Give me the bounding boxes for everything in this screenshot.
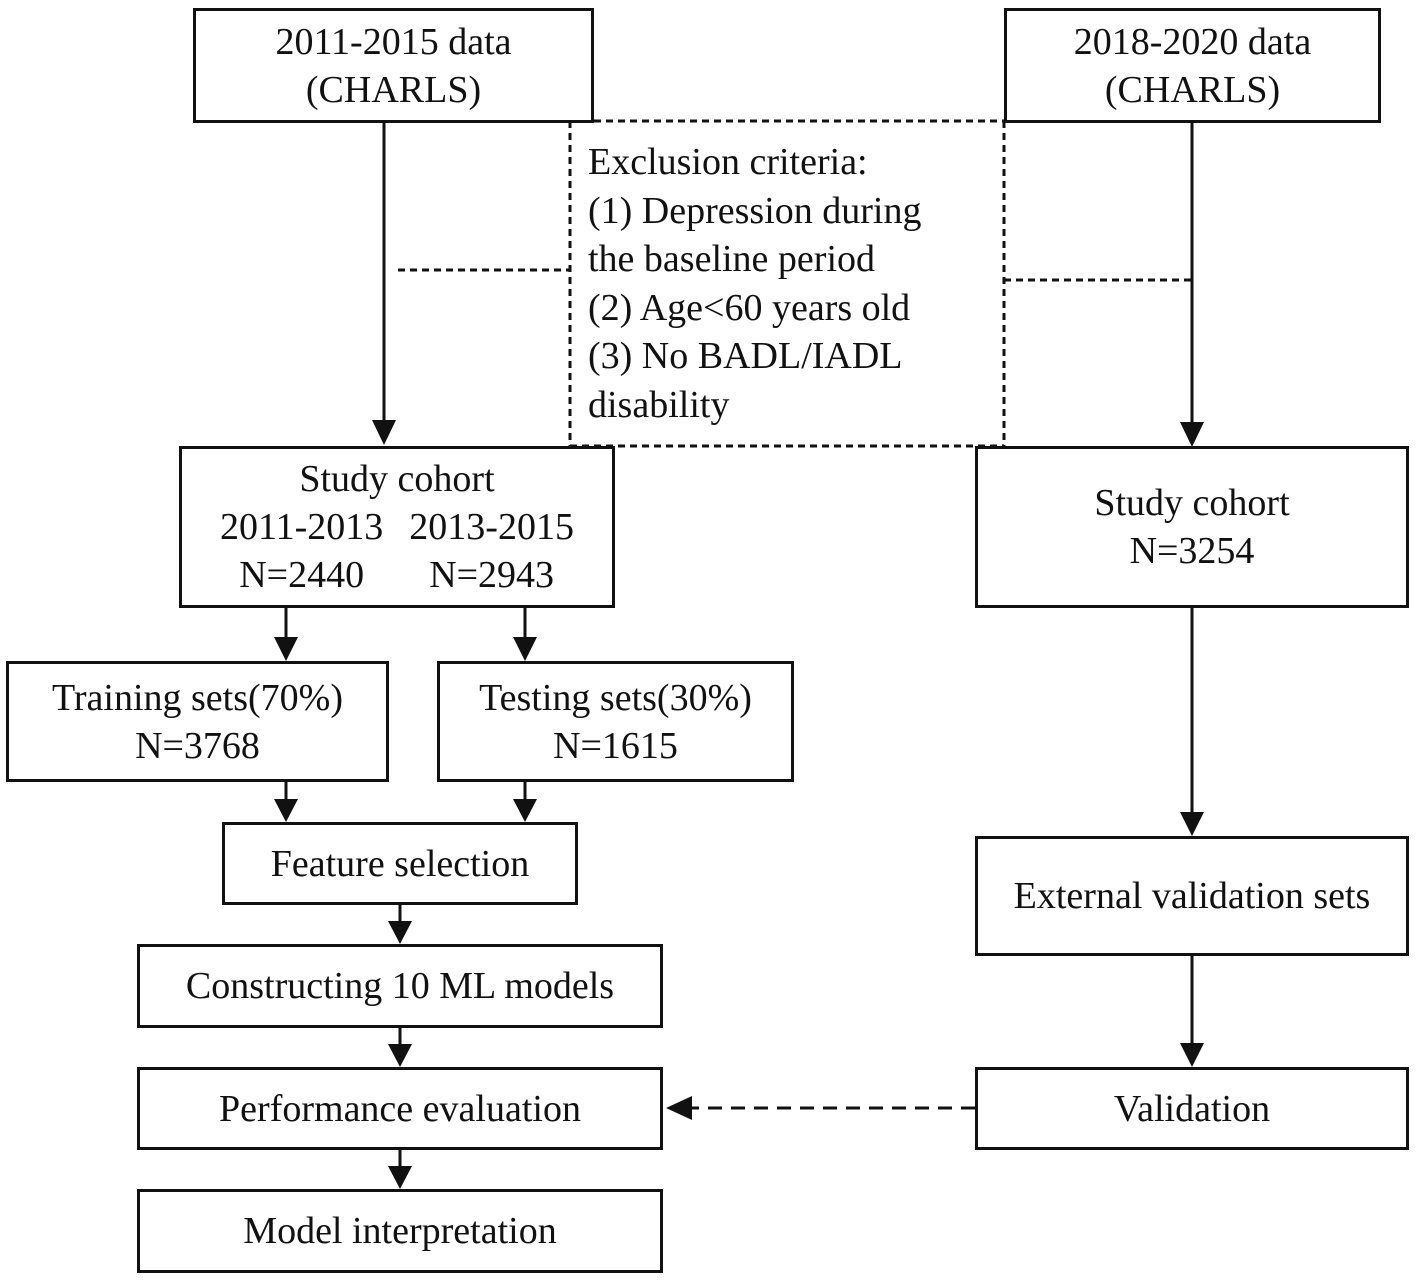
exclusion-line: disability bbox=[588, 383, 730, 426]
left-cohort-periods: 2011-2013 N=2440 2013-2015 N=2943 bbox=[220, 503, 574, 599]
right-source-line1: 2018-2020 data bbox=[1073, 20, 1312, 63]
feature-selection-box: Feature selection bbox=[222, 822, 578, 905]
arrowhead-right-source-to-cohort bbox=[1180, 422, 1204, 447]
period-a-label: 2011-2013 bbox=[220, 506, 384, 548]
arrowhead-cohort-to-training bbox=[274, 637, 298, 661]
training-sets-box: Training sets(70%) N=3768 bbox=[6, 661, 389, 782]
external-validation-box: External validation sets bbox=[975, 836, 1409, 956]
left-study-cohort-box: Study cohort 2011-2013 N=2440 2013-2015 … bbox=[179, 446, 615, 608]
exclusion-line: the baseline period bbox=[588, 238, 876, 280]
exclusion-line: (3) No BADL/IADL bbox=[588, 335, 903, 377]
left-source-line2: (CHARLS) bbox=[305, 68, 482, 111]
cohort-period-a: 2011-2013 N=2440 bbox=[220, 503, 383, 599]
testing-label: Testing sets(30%) bbox=[479, 676, 752, 719]
arrowhead-testing-to-feature bbox=[513, 799, 537, 822]
period-b-label: 2013-2015 bbox=[409, 506, 574, 548]
testing-sets-box: Testing sets(30%) N=1615 bbox=[437, 661, 794, 782]
arrowhead-training-to-feature bbox=[274, 799, 298, 822]
constructing-models-box: Constructing 10 ML models bbox=[137, 944, 663, 1028]
validation-box: Validation bbox=[975, 1067, 1409, 1150]
exclusion-line: (1) Depression during bbox=[588, 189, 922, 232]
performance-evaluation-box: Performance evaluation bbox=[137, 1067, 663, 1150]
training-n: N=3768 bbox=[135, 724, 260, 767]
exclusion-line: (2) Age<60 years old bbox=[588, 286, 911, 329]
left-cohort-title: Study cohort bbox=[299, 458, 495, 500]
exclusion-criteria: Exclusion criteria: (1) Depression durin… bbox=[588, 138, 988, 429]
interpretation-label: Model interpretation bbox=[243, 1210, 557, 1252]
arrowhead-performance-to-interpretation bbox=[388, 1166, 412, 1189]
arrowhead-left-source-to-cohort bbox=[372, 420, 396, 445]
arrowhead-right-cohort-to-external bbox=[1180, 812, 1204, 836]
arrowhead-cohort-to-testing bbox=[513, 637, 537, 661]
performance-label: Performance evaluation bbox=[219, 1087, 581, 1130]
validation-label: Validation bbox=[1113, 1087, 1271, 1130]
training-label: Training sets(70%) bbox=[52, 676, 343, 719]
left-source-line1: 2011-2015 data bbox=[275, 20, 512, 63]
period-a-n: N=2440 bbox=[239, 554, 365, 596]
model-interpretation-box: Model interpretation bbox=[137, 1189, 663, 1273]
arrowhead-feature-to-constructing bbox=[388, 921, 412, 944]
left-source-box: 2011-2015 data (CHARLS) bbox=[193, 8, 594, 123]
testing-n: N=1615 bbox=[553, 724, 678, 767]
arrowhead-external-to-validation bbox=[1180, 1043, 1204, 1067]
arrowhead-constructing-to-performance bbox=[388, 1044, 412, 1067]
exclusion-criteria-border bbox=[398, 119, 1192, 448]
arrowhead-validation-to-performance bbox=[666, 1096, 692, 1120]
cohort-period-b: 2013-2015 N=2943 bbox=[409, 503, 574, 599]
period-b-n: N=2943 bbox=[429, 554, 555, 596]
feature-selection-label: Feature selection bbox=[270, 842, 530, 885]
external-validation-label: External validation sets bbox=[1013, 875, 1371, 917]
right-study-cohort-box: Study cohort N=3254 bbox=[975, 446, 1409, 608]
constructing-label: Constructing 10 ML models bbox=[185, 965, 615, 1007]
right-cohort-n: N=3254 bbox=[1129, 530, 1255, 572]
right-source-box: 2018-2020 data (CHARLS) bbox=[1004, 8, 1381, 123]
right-cohort-title: Study cohort bbox=[1094, 482, 1290, 524]
right-source-line2: (CHARLS) bbox=[1104, 68, 1281, 111]
exclusion-title: Exclusion criteria: bbox=[588, 141, 868, 183]
